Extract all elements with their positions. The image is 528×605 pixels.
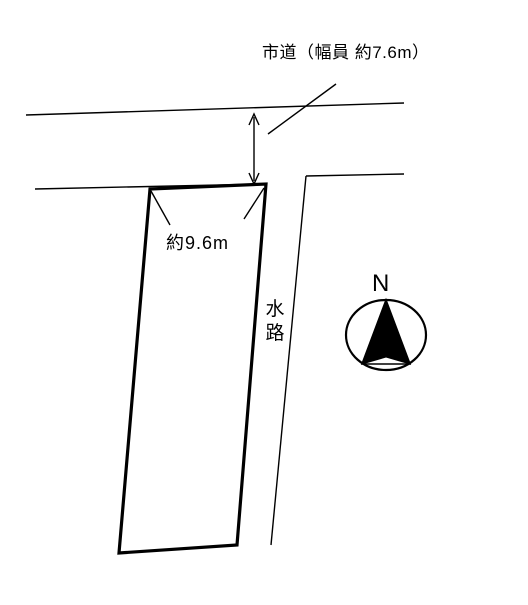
road-label-leader bbox=[267, 83, 337, 135]
waterway-label-char-1: 水 bbox=[265, 299, 285, 320]
waterway-label: 水 路 bbox=[264, 298, 286, 346]
frontage-leader-right bbox=[243, 187, 265, 220]
lot-outline bbox=[117, 182, 268, 555]
north-label: N bbox=[372, 270, 390, 297]
frontage-leader-left bbox=[150, 190, 171, 226]
road-edge-north bbox=[25, 102, 405, 116]
road-label: 市道（幅員 約7.6m） bbox=[262, 43, 430, 62]
waterway-edge-west bbox=[270, 175, 307, 546]
waterway-label-char-2: 路 bbox=[265, 323, 285, 344]
road-width-arrow bbox=[248, 112, 260, 186]
road-edge-south-east bbox=[305, 173, 405, 177]
frontage-width-label: 約9.6m bbox=[166, 233, 230, 253]
north-arrow-compass bbox=[344, 297, 428, 372]
